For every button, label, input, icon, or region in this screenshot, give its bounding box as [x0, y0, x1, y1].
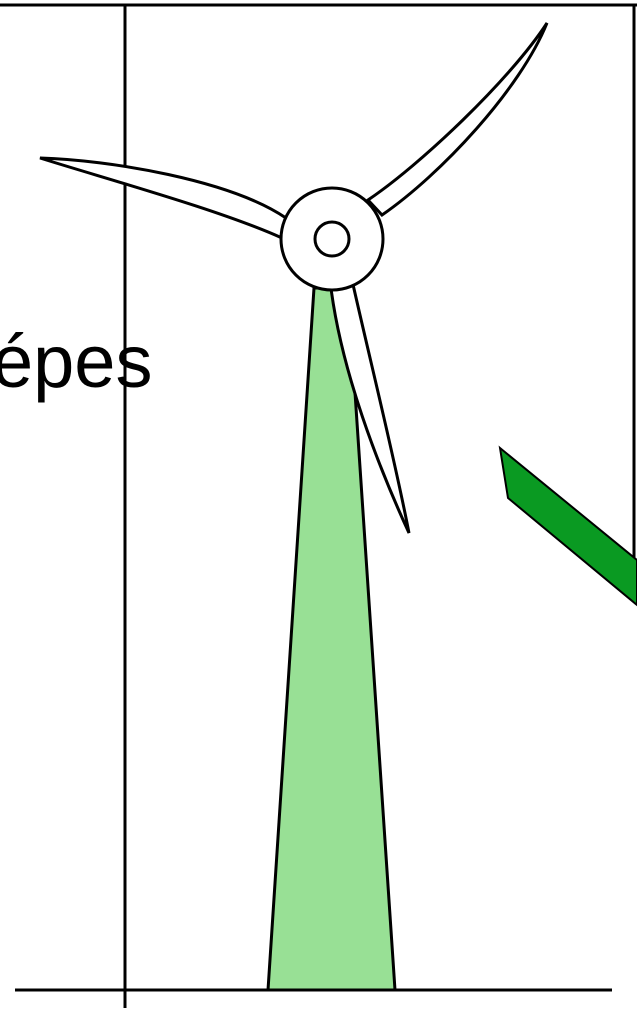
green-arrow-shape [498, 445, 637, 607]
turbine-blade-upper-right [365, 22, 549, 217]
turbine-blade-left [39, 156, 288, 241]
turbine-blade-lower [328, 278, 411, 534]
turbine-hub-center [313, 220, 351, 258]
partial-label-text: épes [0, 320, 152, 403]
